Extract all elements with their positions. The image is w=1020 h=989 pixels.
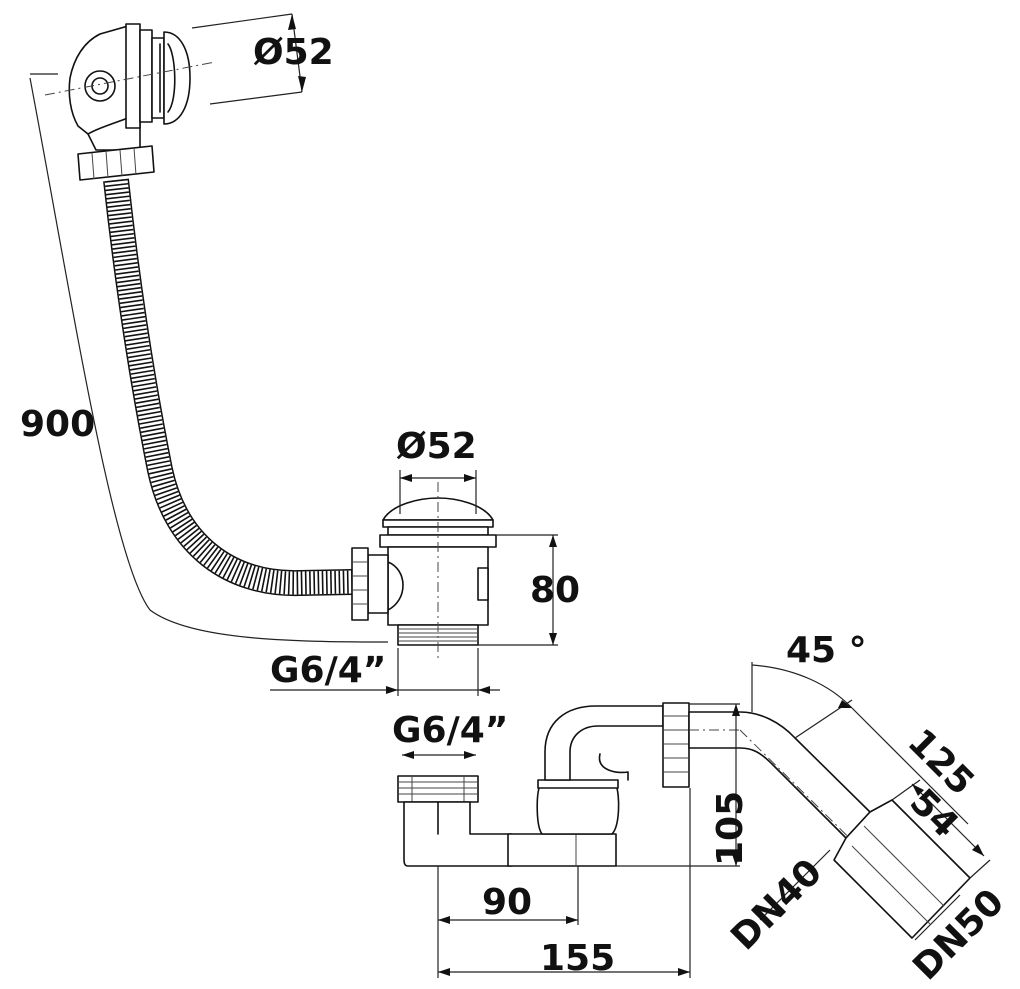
- outlet-angle-label: 45 °: [786, 630, 867, 671]
- trap-length-label: 155: [540, 938, 615, 979]
- trap-height-label: 105: [710, 791, 751, 866]
- dimension-arrows: [288, 14, 984, 976]
- hose-length-label: 900: [20, 404, 95, 445]
- overflow-nut: [77, 145, 155, 181]
- waste-thread-label: G6/4”: [270, 650, 386, 691]
- waste-diameter-label: Ø52: [396, 426, 477, 467]
- overflow-diameter-label: Ø52: [253, 32, 334, 73]
- trap: [397, 702, 971, 939]
- waste-valve: [351, 497, 497, 646]
- dn40-label: DN40: [723, 852, 830, 959]
- trap-thread-label: G6/4”: [392, 710, 508, 751]
- waste-height-label: 80: [530, 570, 580, 611]
- trap-offset-label: 90: [482, 882, 532, 923]
- overflow-hose: [103, 178, 353, 597]
- dimension-lines: [29, 13, 991, 978]
- overflow-head: [68, 23, 191, 151]
